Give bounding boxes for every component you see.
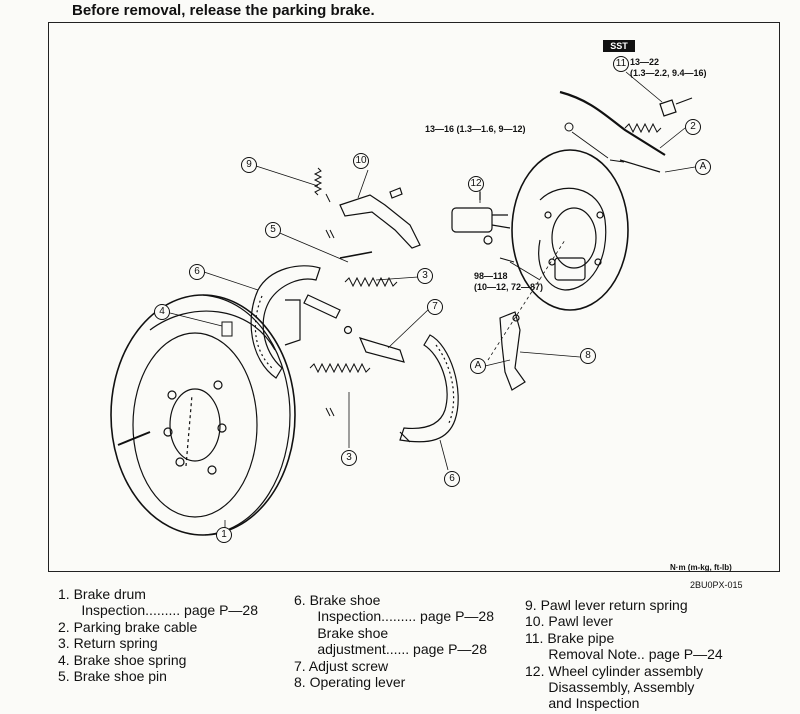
figure-id: 2BU0PX-015 — [690, 580, 743, 590]
callout-2: 2 — [685, 119, 701, 135]
callout-7: 7 — [427, 299, 443, 315]
callout-6-lower: 6 — [444, 471, 460, 487]
legend-item: 8. Operating lever — [294, 674, 406, 691]
brake-shoe-right-drawing — [399, 334, 459, 443]
callout-4: 4 — [154, 304, 170, 320]
units-note: N·m (m-kg, ft-lb) — [670, 563, 732, 572]
callout-6-upper: 6 — [189, 264, 205, 280]
brake-shoe-left-drawing — [250, 265, 321, 379]
callout-8: 8 — [580, 348, 596, 364]
backing-plate-drawing — [511, 149, 629, 311]
torque-backing-plate: 13—16 (1.3—1.6, 9—12) — [425, 124, 526, 134]
diagram-frame — [48, 22, 780, 572]
pawl-lever-drawing — [339, 187, 421, 249]
legend-item: 11. Brake pipe — [525, 629, 615, 646]
sst-label: SST — [603, 40, 635, 52]
torque-brake-pipe: 13—22 (1.3—2.2, 9.4—16) — [630, 57, 707, 78]
legend-item: Brake shoe — [294, 624, 389, 641]
callout-3-upper: 3 — [417, 268, 433, 284]
wheel-cylinder-drawing — [451, 192, 511, 245]
page-heading: Before removal, release the parking brak… — [72, 2, 375, 19]
brake-drum-drawing — [110, 294, 296, 536]
legend-item: 5. Brake shoe pin — [58, 668, 167, 685]
callout-a-cable: A — [695, 159, 711, 175]
operating-lever-drawing — [499, 311, 526, 391]
callout-9: 9 — [241, 157, 257, 173]
legend-item: and Inspection — [525, 695, 640, 712]
legend-item: 1. Brake drum — [58, 586, 146, 602]
legend-column-3: 9. Pawl lever return spring 10. Pawl lev… — [525, 597, 723, 712]
small-parts-drawing — [221, 122, 625, 417]
callout-12: 12 — [468, 176, 484, 192]
springs-drawing — [309, 167, 398, 374]
legend-item: Inspection......... page P—28 — [58, 602, 258, 619]
adjust-screw-drawing — [303, 294, 405, 363]
legend-item: 7. Adjust screw — [294, 657, 389, 674]
legend-column-1: 1. Brake drum Inspection......... page P… — [58, 586, 258, 684]
leader-lines — [169, 71, 696, 528]
legend-item: 12. Wheel cylinder assembly — [525, 662, 704, 679]
legend-item: Disassembly, Assembly — [525, 679, 695, 696]
torque-wheel-cylinder: 98—118 (10—12, 72—87) — [474, 271, 544, 292]
callout-10: 10 — [353, 153, 369, 169]
legend-item: 6. Brake shoe — [294, 592, 381, 608]
legend-column-2: 6. Brake shoe Inspection......... page P… — [294, 592, 494, 690]
parking-cable-drawing — [559, 90, 693, 173]
legend-item: adjustment...... page P—28 — [294, 641, 487, 658]
legend-item: 10. Pawl lever — [525, 613, 613, 630]
legend-item: 4. Brake shoe spring — [58, 651, 187, 668]
legend-item: 2. Parking brake cable — [58, 618, 198, 635]
legend-item: 9. Pawl lever return spring — [525, 597, 688, 613]
callout-1: 1 — [216, 527, 232, 543]
legend-item: 3. Return spring — [58, 635, 158, 652]
callout-11: 11 — [613, 56, 629, 72]
legend-item: Removal Note.. page P—24 — [525, 646, 723, 663]
legend-item: Inspection......... page P—28 — [294, 608, 494, 625]
callout-a-lever: A — [470, 358, 486, 374]
callout-5: 5 — [265, 222, 281, 238]
callout-3-lower: 3 — [341, 450, 357, 466]
